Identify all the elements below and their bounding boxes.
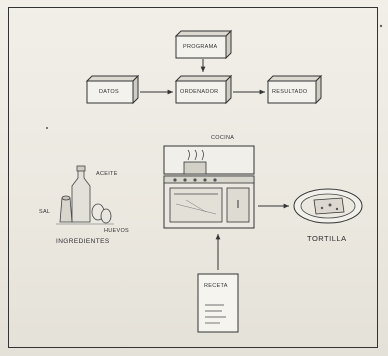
resultado-label: RESULTADO (272, 89, 308, 95)
cocina-label: COCINA (211, 135, 234, 141)
receta-label: RECETA (204, 283, 228, 289)
ingredientes-label: INGREDIENTES (56, 238, 110, 245)
huevos-label: HUEVOS (104, 228, 129, 234)
tortilla-label: TORTILLA (307, 234, 347, 243)
aceite-label: ACEITE (96, 171, 118, 177)
sal-label: SAL (39, 209, 50, 215)
stove-illustration (164, 146, 254, 228)
ordenador-label: ORDENADOR (180, 89, 218, 95)
tortilla-illustration (294, 189, 362, 223)
datos-label: DATOS (99, 89, 119, 95)
programa-label: PROGRAMA (183, 44, 218, 50)
